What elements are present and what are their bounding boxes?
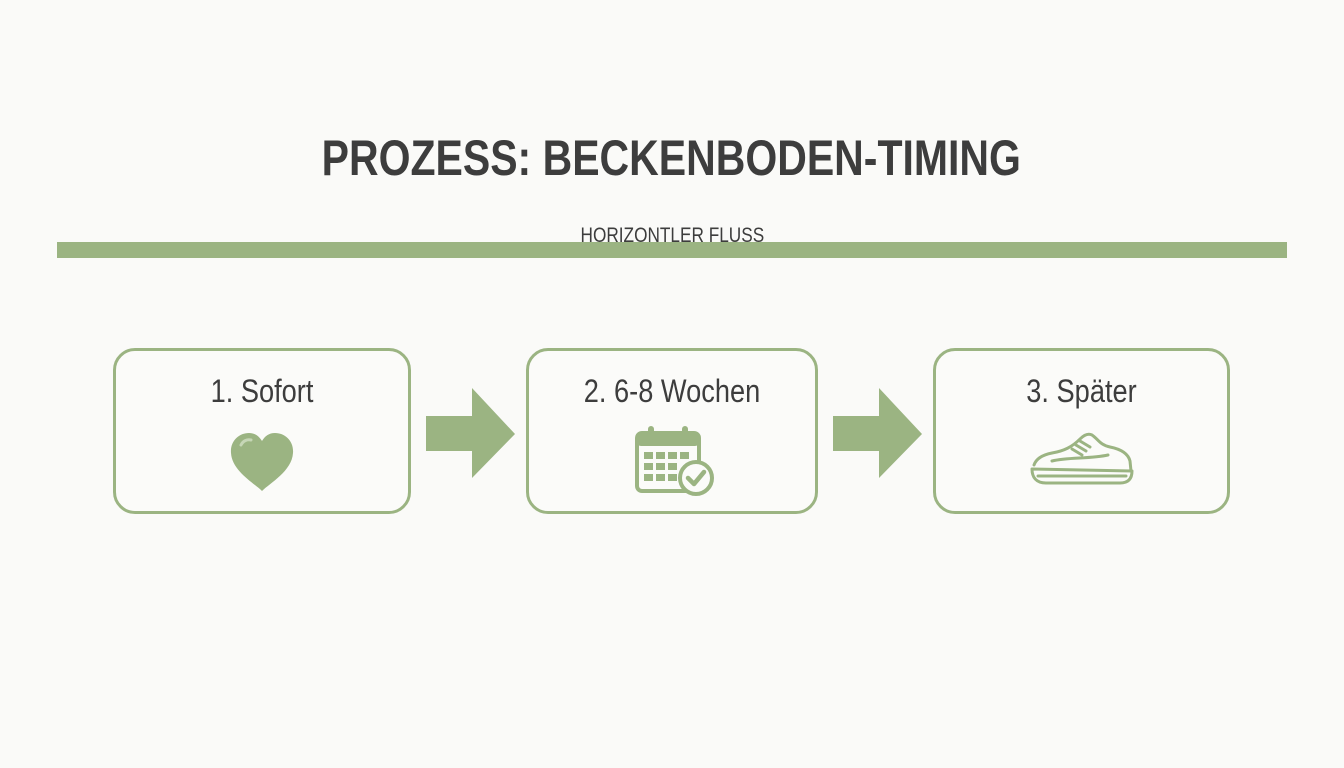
subtitle: HORIZONTLER FLUSS [580,224,765,247]
step-label-1: 1. Sofort [210,373,314,409]
sneaker-icon [1028,431,1136,494]
arrow-right-icon [833,388,922,478]
page-title: PROZESS: BECKENBODEN-TIMING [321,130,1021,186]
step-box-1: 1. Sofort [113,348,411,514]
arrow-right-icon [426,388,515,478]
step-box-3: 3. Später [933,348,1230,514]
heart-icon [228,431,296,498]
step-label-2: 2. 6-8 Wochen [583,373,761,409]
calendar-check-icon [634,425,718,504]
step-label-3: 3. Später [1026,373,1137,409]
step-box-2: 2. 6-8 Wochen [526,348,818,514]
divider-bar [57,242,1287,258]
